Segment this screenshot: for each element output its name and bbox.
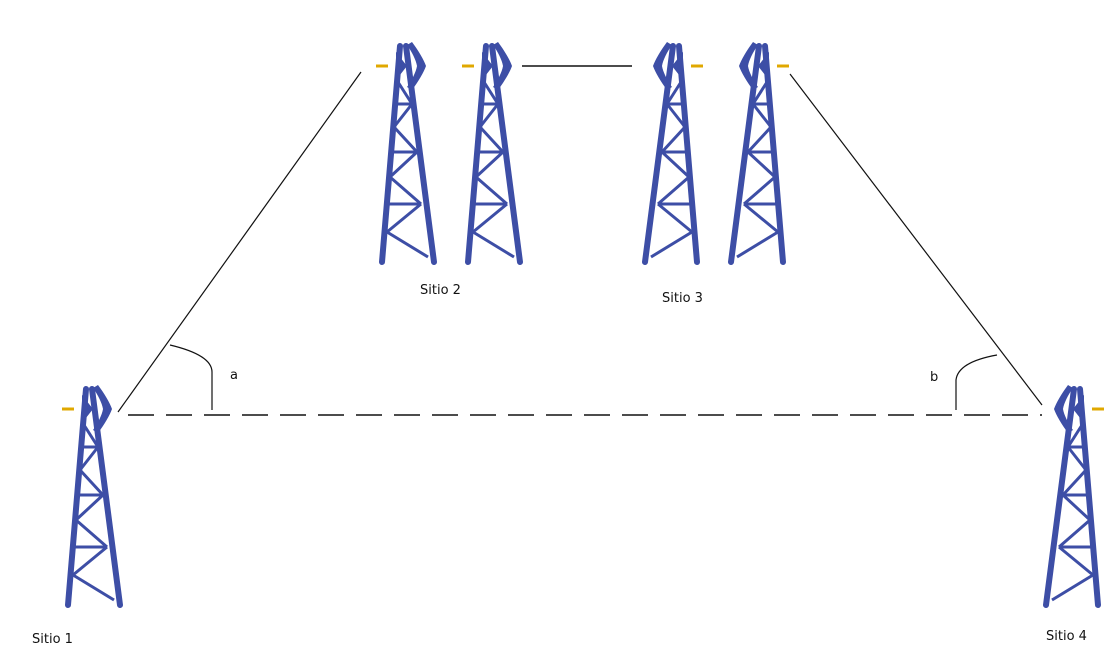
tower-sitio3-a xyxy=(645,42,703,262)
tower-sitio2-a xyxy=(376,42,434,262)
site-label-sitio2: Sitio 2 xyxy=(420,283,461,298)
tower-sitio1 xyxy=(62,385,120,605)
site-label-sitio3: Sitio 3 xyxy=(662,291,703,306)
angle-label-b: b xyxy=(930,370,938,385)
link-sitio3-sitio4 xyxy=(789,73,1043,406)
tower-sitio3-b xyxy=(731,42,789,262)
angle-a-arc xyxy=(169,344,213,410)
angle-b-arc xyxy=(955,354,998,410)
link-lines xyxy=(117,65,1043,416)
site-label-sitio4: Sitio 4 xyxy=(1046,629,1087,644)
site-label-sitio1: Sitio 1 xyxy=(32,632,73,647)
link-sitio1-sitio2 xyxy=(117,71,362,413)
angle-label-a: a xyxy=(230,368,238,383)
tower-sitio2-b xyxy=(462,42,520,262)
tower-sitio4 xyxy=(1046,385,1104,605)
